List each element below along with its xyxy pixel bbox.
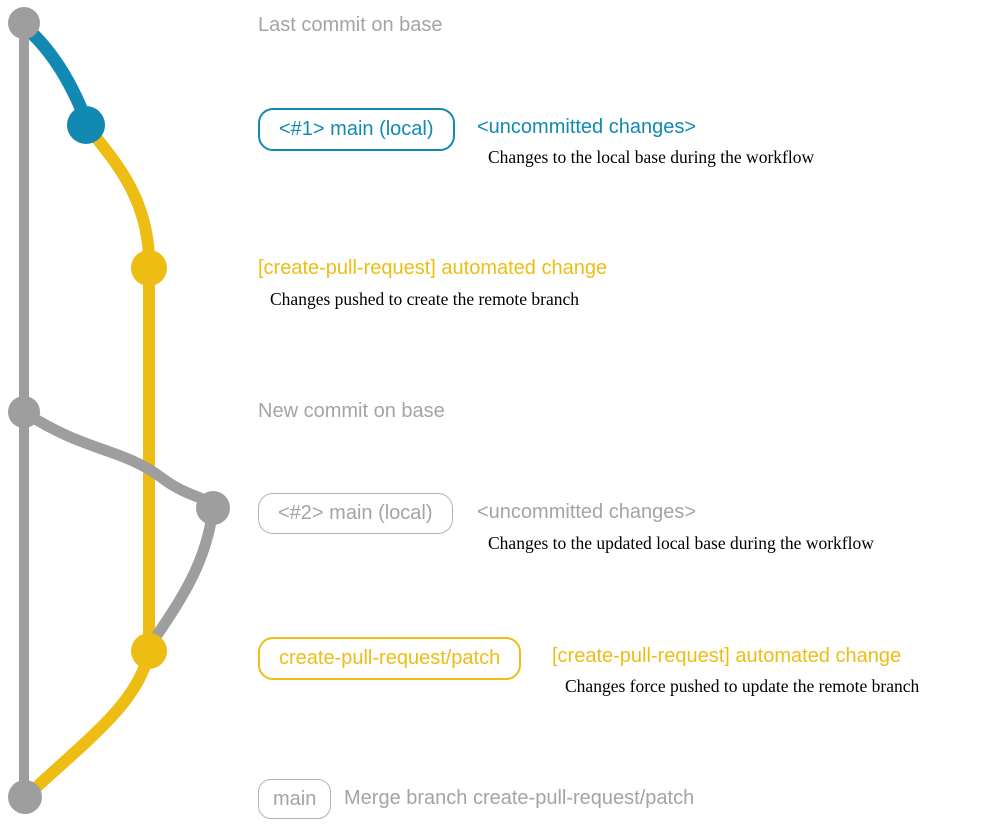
local-main-1-branch-line <box>17 19 92 125</box>
commit-note-uncommitted-2: Changes to the updated local base during… <box>488 533 874 553</box>
commit-note-automated-change-2: Changes force pushed to update the remot… <box>565 676 920 696</box>
branch-badge-label: create-pull-request/patch <box>279 647 501 669</box>
commit-graph <box>8 7 230 814</box>
commit-note-automated-change-1: Changes pushed to create the remote bran… <box>270 289 580 309</box>
commit-title-uncommitted-1: <uncommitted changes> <box>477 116 697 138</box>
commit-node-automated-change-1 <box>131 250 167 286</box>
local-main-2-rebase-line <box>145 502 219 650</box>
commit-node-merge <box>8 780 42 814</box>
commit-node-last-base <box>8 7 40 39</box>
commit-title-uncommitted-2: <uncommitted changes> <box>477 501 697 523</box>
branch-badge-main-local-2: <#2> main (local) <box>258 493 453 534</box>
commit-title-automated-change-1: [create-pull-request] automated change <box>258 257 608 279</box>
commit-title-merge: Merge branch create-pull-request/patch <box>344 787 695 809</box>
commit-node-new-base <box>8 396 40 428</box>
patch-merge-line <box>24 645 155 799</box>
commit-node-main-local-2 <box>196 491 230 525</box>
local-main-2-branch-line <box>18 406 219 514</box>
commit-node-automated-change-2 <box>131 633 167 669</box>
label-new-commit-on-base: New commit on base <box>258 400 445 422</box>
commit-note-uncommitted-1: Changes to the local base during the wor… <box>488 147 815 167</box>
branch-badge-main: main <box>258 779 332 819</box>
branch-badge-label: <#2> main (local) <box>278 502 433 524</box>
patch-branch-line-upper <box>80 119 155 264</box>
commit-node-main-local-1 <box>67 106 105 144</box>
label-last-commit-on-base: Last commit on base <box>258 14 443 36</box>
branch-badge-main-local-1: <#1> main (local) <box>258 108 455 151</box>
commit-title-automated-change-2: [create-pull-request] automated change <box>552 645 902 667</box>
branch-badge-patch: create-pull-request/patch <box>258 637 522 680</box>
branch-badge-label: <#1> main (local) <box>279 118 434 140</box>
branch-badge-label: main <box>273 787 317 810</box>
